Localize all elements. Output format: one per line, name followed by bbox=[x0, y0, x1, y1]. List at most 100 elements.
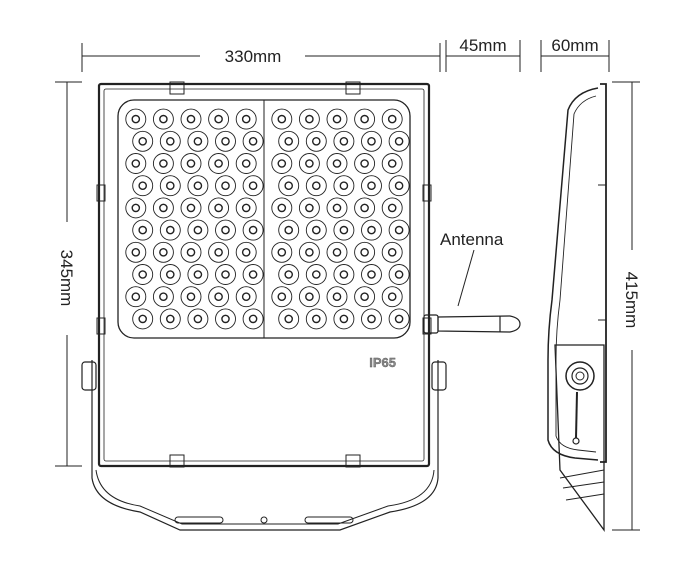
led-lens-center bbox=[193, 270, 203, 279]
led-lens-center bbox=[214, 159, 223, 168]
led-lens-center bbox=[305, 292, 314, 302]
led-lens-center bbox=[284, 136, 294, 146]
led-lens-center bbox=[284, 225, 294, 235]
dimension-height-total bbox=[612, 81, 640, 531]
dimension-depth-side bbox=[540, 40, 610, 72]
led-lens-center bbox=[193, 181, 203, 190]
led-lens-center bbox=[311, 136, 321, 146]
led-lens-center bbox=[193, 225, 203, 235]
led-lens bbox=[125, 153, 147, 174]
led-lens bbox=[388, 219, 410, 241]
led-lens bbox=[278, 130, 300, 152]
led-lens bbox=[381, 286, 403, 308]
led-lens bbox=[271, 241, 293, 263]
led-lens-center bbox=[214, 247, 223, 257]
led-lens-center bbox=[241, 159, 251, 168]
led-lens bbox=[125, 286, 147, 308]
led-lens bbox=[180, 153, 202, 174]
led-lens-center bbox=[367, 181, 376, 190]
led-lens bbox=[354, 197, 376, 219]
led-lens bbox=[132, 175, 154, 197]
depth-front-label: 45mm bbox=[459, 36, 506, 55]
led-lens-center bbox=[339, 314, 349, 324]
led-lens bbox=[208, 241, 230, 263]
led-lens bbox=[326, 108, 348, 130]
led-lens-center bbox=[186, 114, 196, 124]
led-lens bbox=[215, 264, 236, 285]
led-lens bbox=[125, 241, 147, 263]
led-lens bbox=[333, 175, 355, 197]
led-lens-center bbox=[311, 181, 321, 190]
led-lens-center bbox=[305, 114, 314, 124]
led-lens-center bbox=[165, 314, 175, 324]
led-lens bbox=[361, 175, 382, 197]
led-lens bbox=[271, 286, 293, 308]
led-lens bbox=[298, 197, 320, 219]
led-lens-center bbox=[248, 136, 258, 146]
led-lens bbox=[354, 153, 376, 174]
led-lens bbox=[132, 264, 154, 285]
led-lens bbox=[235, 197, 257, 219]
led-lens-center bbox=[305, 247, 314, 257]
led-lens-center bbox=[387, 114, 397, 124]
led-lens bbox=[305, 130, 327, 152]
side-view bbox=[547, 83, 607, 532]
led-lens-center bbox=[360, 114, 369, 124]
led-lens-center bbox=[305, 203, 314, 213]
led-lens bbox=[235, 108, 257, 130]
led-lens bbox=[388, 130, 410, 152]
led-lens bbox=[180, 241, 202, 263]
led-lens-center bbox=[165, 181, 175, 190]
led-lens bbox=[152, 286, 174, 308]
led-lens bbox=[333, 308, 355, 330]
led-lens-center bbox=[159, 203, 168, 213]
led-lens-center bbox=[360, 203, 369, 213]
led-lens-center bbox=[131, 292, 141, 302]
height-total-label: 415mm bbox=[622, 272, 641, 329]
led-lens-center bbox=[241, 114, 251, 124]
led-lens bbox=[326, 153, 348, 174]
led-lens-center bbox=[387, 159, 397, 168]
led-lens-center bbox=[138, 181, 147, 190]
led-lens-grid bbox=[125, 108, 410, 330]
led-lens-center bbox=[311, 314, 321, 324]
led-lens bbox=[278, 175, 300, 197]
led-lens-center bbox=[367, 314, 376, 324]
led-lens-center bbox=[332, 114, 342, 124]
led-lens-center bbox=[277, 247, 287, 257]
front-view bbox=[81, 81, 447, 531]
led-lens-center bbox=[284, 314, 294, 324]
led-lens bbox=[132, 219, 154, 241]
led-lens-center bbox=[165, 225, 175, 235]
led-lens-center bbox=[248, 270, 258, 279]
led-lens-center bbox=[131, 203, 141, 213]
led-lens bbox=[242, 219, 264, 241]
led-lens bbox=[159, 264, 181, 285]
led-lens-center bbox=[367, 225, 376, 235]
led-lens bbox=[388, 308, 410, 330]
led-lens-center bbox=[367, 136, 376, 146]
led-lens-center bbox=[332, 203, 342, 213]
led-lens bbox=[381, 108, 403, 130]
led-lens-center bbox=[394, 225, 404, 235]
led-lens bbox=[208, 286, 230, 308]
led-lens-center bbox=[248, 225, 258, 235]
led-lens bbox=[361, 219, 382, 241]
led-lens bbox=[333, 264, 355, 285]
led-lens-center bbox=[221, 181, 230, 190]
led-lens-center bbox=[387, 292, 397, 302]
led-lens bbox=[361, 130, 382, 152]
led-lens-center bbox=[248, 181, 258, 190]
ip-rating-badge: IP65 bbox=[369, 355, 396, 370]
led-lens-center bbox=[131, 247, 141, 257]
led-lens bbox=[235, 241, 257, 263]
led-lens-center bbox=[277, 159, 287, 168]
antenna-label: Antenna bbox=[440, 230, 504, 249]
led-lens-center bbox=[277, 203, 287, 213]
led-lens-center bbox=[159, 114, 168, 124]
led-lens bbox=[242, 130, 264, 152]
led-lens-center bbox=[332, 292, 342, 302]
led-lens-center bbox=[165, 136, 175, 146]
led-lens bbox=[215, 308, 236, 330]
led-lens-center bbox=[159, 292, 168, 302]
